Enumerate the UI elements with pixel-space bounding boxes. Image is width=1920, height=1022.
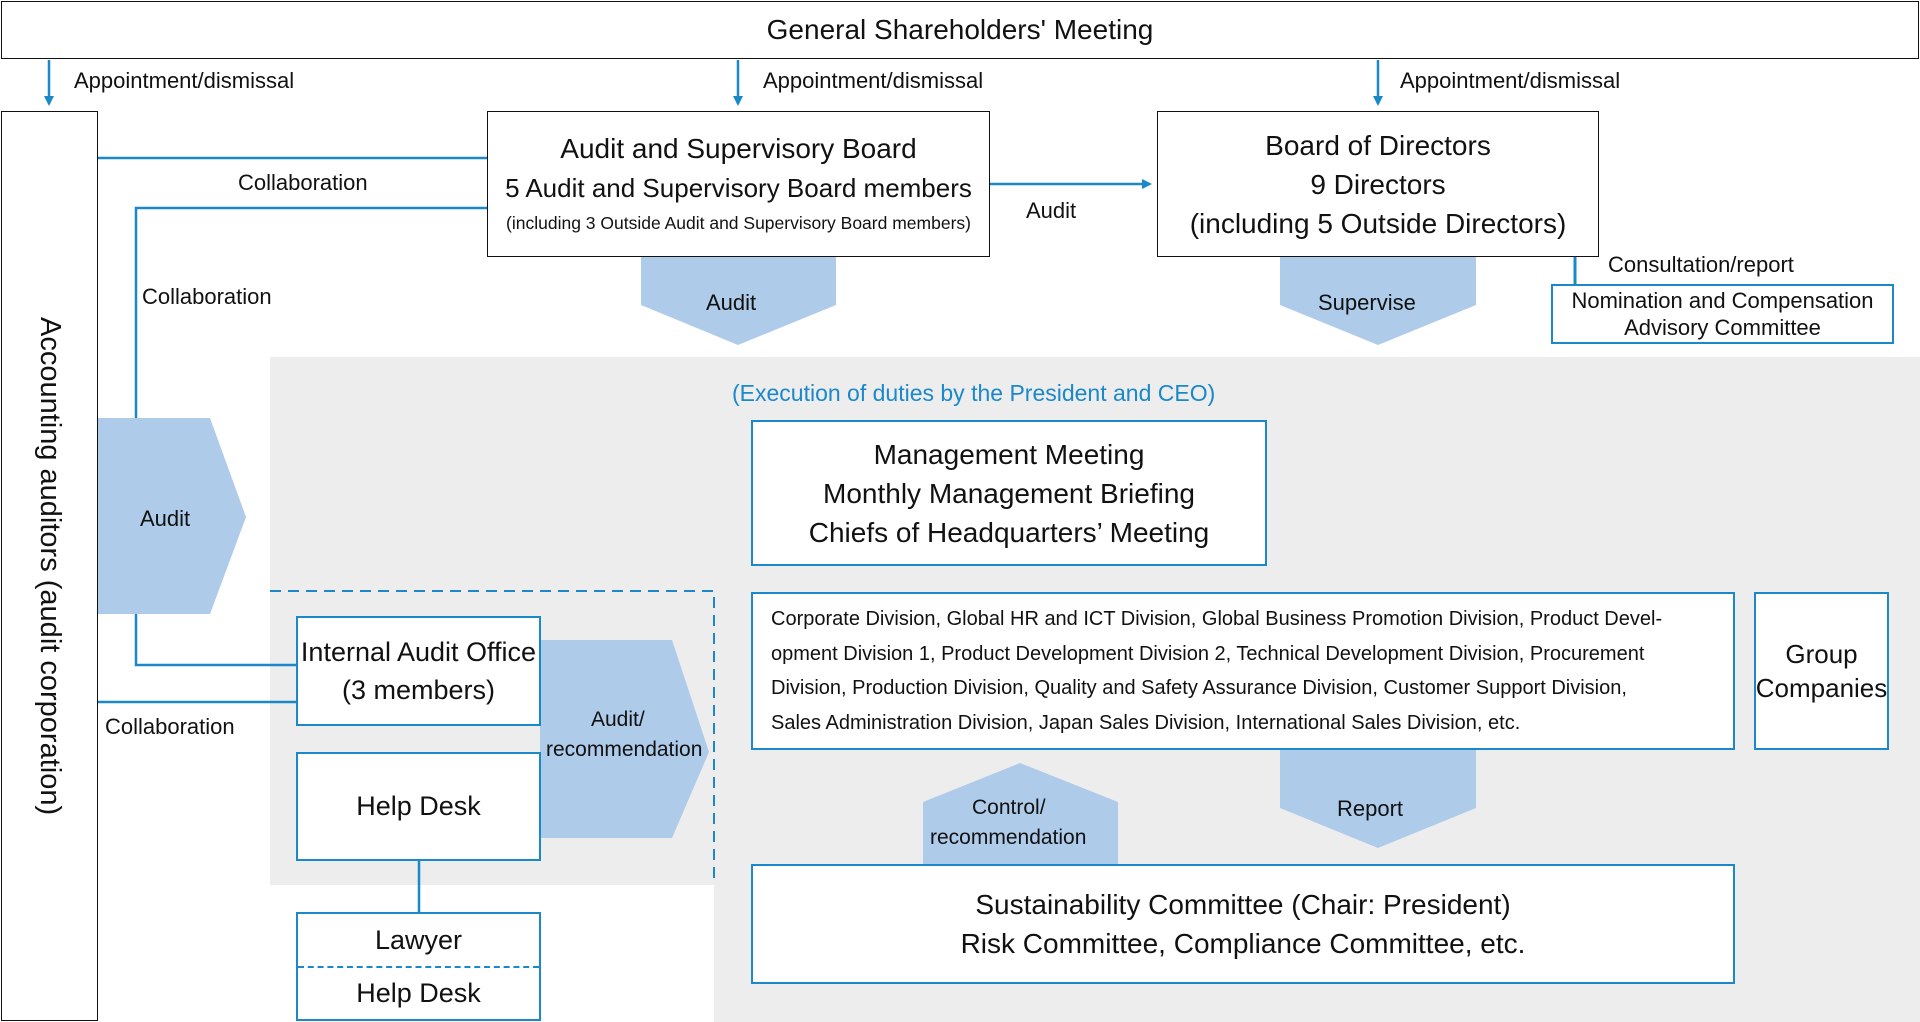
help-desk-label: Help Desk	[356, 791, 481, 821]
divisions-box: Corporate Division, Global HR and ICT Di…	[751, 592, 1735, 750]
report-arrow-label: Report	[1337, 796, 1404, 821]
supervise-arrow-label: Supervise	[1318, 290, 1416, 315]
audit-board-note: (including 3 Outside Audit and Superviso…	[506, 213, 971, 233]
nomination-line2: Advisory Committee	[1624, 315, 1821, 340]
group-line2: Companies	[1755, 673, 1888, 703]
divisions-line-3: Division, Production Division, Quality a…	[771, 677, 1627, 699]
directors-title: Board of Directors	[1265, 129, 1491, 161]
shareholders-meeting-label: General Shareholders' Meeting	[766, 14, 1154, 45]
report-block-arrow	[1280, 750, 1476, 848]
consultation-label: Consultation/report	[1608, 252, 1794, 277]
internal-audit-line1: Internal Audit Office	[300, 637, 537, 667]
divisions-line-4: Sales Administration Division, Japan Sal…	[771, 711, 1521, 734]
sustainability-line2: Risk Committee, Compliance Committee, et…	[960, 928, 1526, 959]
audit-board-box: Audit and Supervisory Board 5 Audit and …	[487, 111, 990, 257]
control-label-1: Control/	[972, 796, 1046, 819]
nomination-line1: Nomination and Compensation	[1571, 288, 1874, 313]
divisions-line-1: Corporate Division, Global HR and ICT Di…	[771, 608, 1663, 630]
audit-recommendation-label-2: recommendation	[546, 738, 703, 761]
audit-block-arrow	[641, 257, 836, 345]
board-of-directors-box: Board of Directors 9 Directors (includin…	[1157, 111, 1599, 257]
appointment-label-audit-board: Appointment/dismissal	[763, 68, 984, 93]
management-line3: Chiefs of Headquarters’ Meeting	[808, 516, 1210, 548]
accounting-auditors-box: Accounting auditors (audit corporation)	[1, 111, 98, 1021]
group-companies-box: Group Companies	[1754, 592, 1889, 750]
appointment-label-directors: Appointment/dismissal	[1400, 68, 1621, 93]
execution-heading: (Execution of duties by the President an…	[732, 380, 1216, 406]
internal-audit-region-border	[270, 590, 715, 885]
collaboration-label-middle: Collaboration	[142, 284, 272, 309]
management-line2: Monthly Management Briefing	[823, 477, 1195, 509]
control-block-arrow	[923, 763, 1118, 864]
directors-note: (including 5 Outside Directors)	[1189, 207, 1567, 239]
appointment-label-auditors: Appointment/dismissal	[74, 68, 295, 93]
accounting-auditors-label: Accounting auditors (audit corporation)	[34, 316, 66, 816]
auditors-audit-arrow-label: Audit	[140, 506, 191, 531]
directors-members: 9 Directors	[1310, 168, 1446, 200]
lawyer-label: Lawyer	[374, 924, 463, 955]
internal-audit-line2: (3 members)	[341, 675, 496, 705]
lawyer-help-desk-section: Help Desk	[298, 968, 539, 1019]
group-line1: Group	[1785, 639, 1858, 669]
management-line1: Management Meeting	[873, 438, 1145, 470]
audit-board-members: 5 Audit and Supervisory Board members	[505, 173, 972, 203]
divisions-line-2: opment Division 1, Product Development D…	[771, 642, 1645, 665]
sustainability-line1: Sustainability Committee (Chair: Preside…	[975, 889, 1511, 920]
audit-label-to-directors: Audit	[1026, 198, 1077, 223]
auditors-audit-block-arrow	[98, 418, 246, 614]
audit-arrow-label: Audit	[706, 290, 757, 315]
collaboration-label-top: Collaboration	[238, 170, 368, 195]
audit-recommendation-block-arrow	[540, 640, 709, 838]
collaboration-line-audit-board	[134, 206, 487, 418]
internal-audit-office-box: Internal Audit Office (3 members)	[296, 616, 541, 726]
nomination-committee-box: Nomination and Compensation Advisory Com…	[1551, 284, 1894, 344]
lawyer-section: Lawyer	[298, 914, 539, 968]
control-label-2: recommendation	[930, 826, 1087, 849]
sustainability-committee-box: Sustainability Committee (Chair: Preside…	[751, 864, 1735, 984]
audit-recommendation-label-1: Audit/	[591, 708, 645, 731]
audit-board-title: Audit and Supervisory Board	[560, 133, 917, 164]
lawyer-help-desk-box: Lawyer Help Desk	[296, 912, 541, 1021]
supervise-block-arrow	[1280, 257, 1476, 345]
help-desk-box: Help Desk	[296, 752, 541, 861]
shareholders-meeting-box: General Shareholders' Meeting	[1, 1, 1919, 59]
lawyer-help-desk-label: Help Desk	[356, 978, 481, 1008]
collaboration-label-bottom: Collaboration	[105, 714, 235, 739]
management-meeting-box: Management Meeting Monthly Management Br…	[751, 420, 1267, 566]
collaboration-line-internal-audit	[134, 614, 296, 667]
